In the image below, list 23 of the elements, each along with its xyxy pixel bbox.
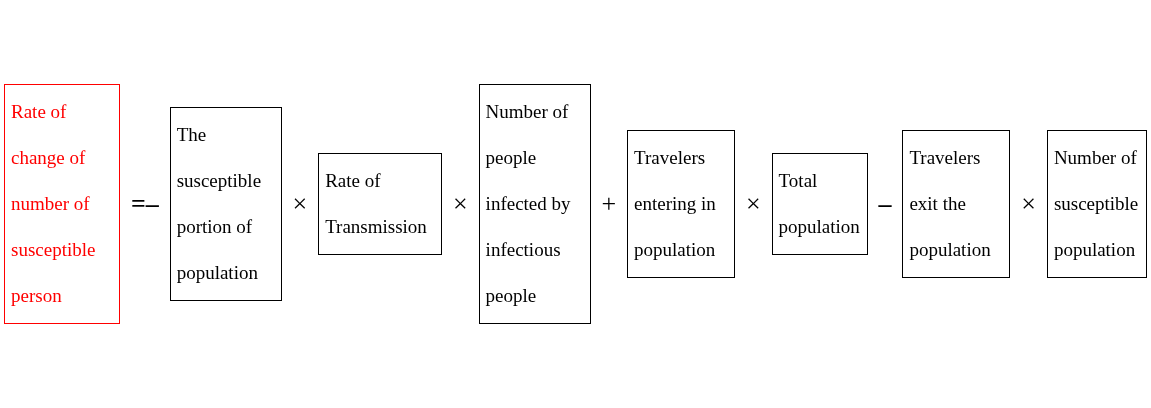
term-box: [902, 130, 1011, 278]
operator-symbol: =–: [129, 189, 160, 219]
operator-symbol: –: [877, 189, 893, 219]
term-box: [478, 84, 591, 324]
operator-symbol: ×: [291, 189, 309, 219]
operator-symbol: ×: [452, 189, 469, 219]
term-box: [318, 153, 443, 255]
term-text: Travelers exit the population: [909, 146, 992, 262]
term-box: [1046, 130, 1147, 278]
term-box: [4, 84, 120, 324]
term-text: Travelers entering in population: [634, 146, 717, 262]
term-box: [771, 153, 868, 255]
term-text: Total population: [778, 169, 861, 239]
term-text: Number of people infected by infectious people: [485, 100, 572, 308]
operator-symbol: +: [600, 189, 618, 219]
term-text: The susceptible portion of population: [176, 123, 263, 285]
term-box: [627, 130, 736, 278]
operator-symbol: ×: [745, 189, 762, 219]
operator-symbol: ×: [1020, 189, 1037, 219]
term-box: [169, 107, 282, 301]
term-text: Rate of Transmission: [325, 169, 428, 239]
term-text: Rate of change of number of susceptible person: [11, 100, 97, 308]
term-text: Number of susceptible population: [1053, 146, 1140, 262]
